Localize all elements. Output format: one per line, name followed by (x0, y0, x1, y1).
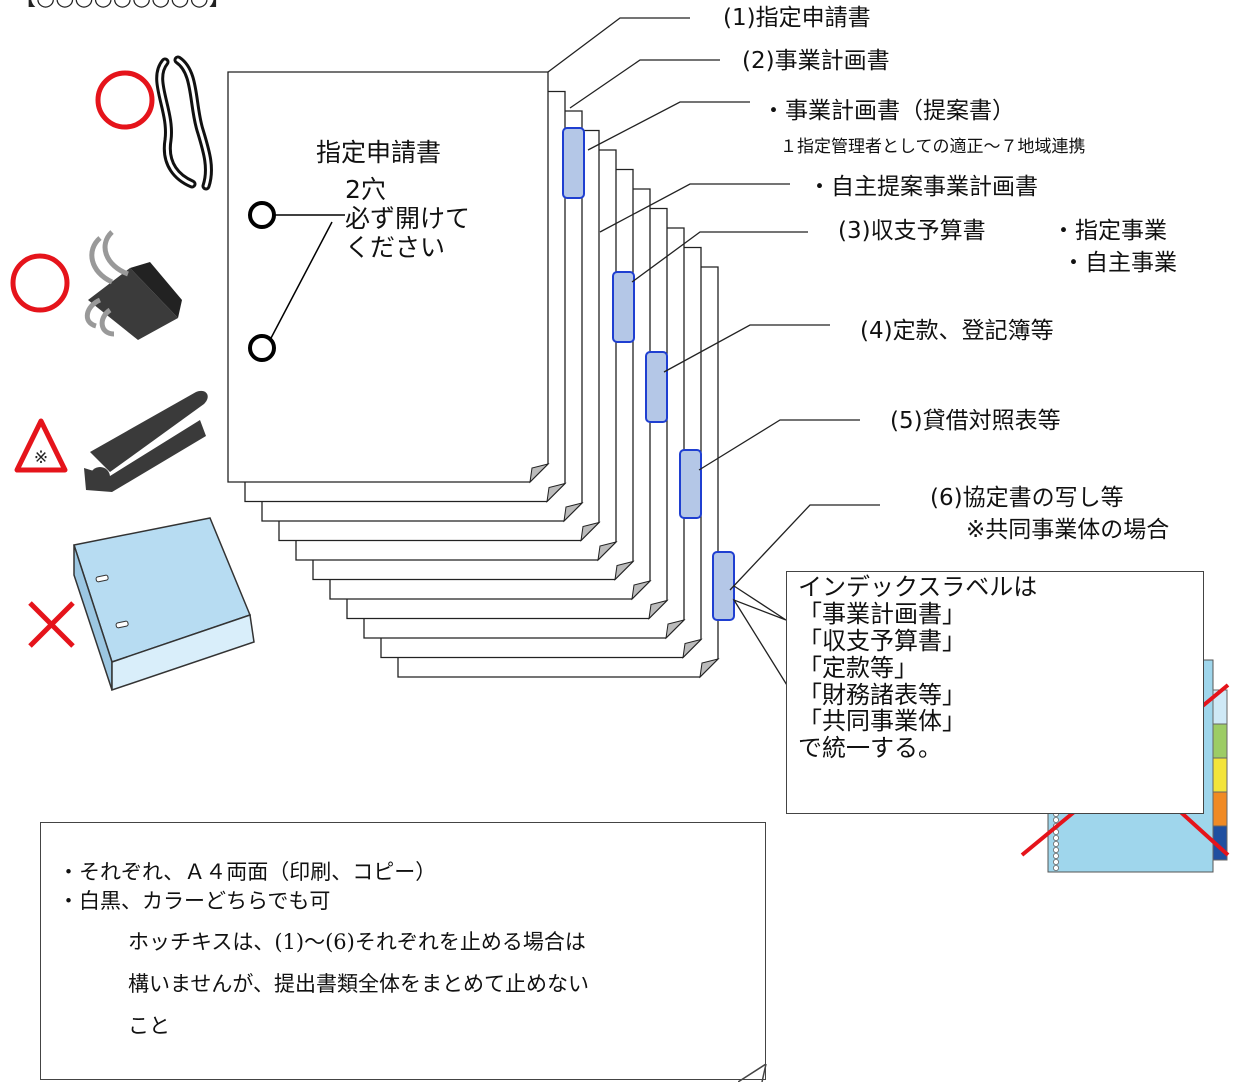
sheet-corner-fold (648, 599, 669, 620)
punch-hole-bottom (248, 334, 276, 362)
sheet-corner-fold (699, 658, 720, 679)
holes-note: 2穴 必ず開けて ください (345, 175, 471, 262)
callout-5: (5)貸借対照表等 (890, 408, 1061, 434)
sheet-corner-fold (665, 619, 686, 640)
warning-line: こと (128, 1014, 170, 1038)
string-tie-icon (155, 55, 213, 191)
callout-6: (6)協定書の写し等 (930, 485, 1124, 511)
sheet-corner-fold (631, 580, 652, 601)
divider-ring (1053, 817, 1060, 824)
cover-title: 指定申請書 (316, 138, 442, 167)
ng-mark-binder (28, 601, 75, 648)
index-tab (712, 551, 735, 621)
note-line: ・白黒、カラーどちらでも可 (58, 889, 331, 913)
index-note-line: で統一する。 (798, 734, 942, 763)
divider-ring (1053, 847, 1060, 854)
warning-line: 構いませんが、提出書類全体をまとめて止めない (128, 972, 589, 996)
document-stack (227, 71, 720, 679)
warning-mark-stapler: ※ (34, 448, 48, 468)
sheet-corner-fold (597, 541, 618, 562)
index-box-pointer (732, 585, 791, 691)
callout-leader (663, 324, 830, 373)
divider-ring (1053, 841, 1060, 848)
notes: ・それぞれ、Ａ４両面（印刷、コピー） ・白黒、カラーどちらでも可 ホッチキスは、… (58, 856, 589, 1052)
punch-hole-top (248, 201, 276, 229)
sheet-corner-fold (580, 521, 601, 542)
callout-leader (729, 504, 880, 591)
callout-6-note: ※共同事業体の場合 (966, 517, 1170, 543)
index-note-line: 「事業計画書」 (798, 599, 966, 628)
callout-2b: ・自主提案事業計画書 (808, 174, 1038, 200)
divider-ring (1053, 859, 1060, 866)
index-note-line: 「収支予算書」 (798, 626, 966, 655)
sheet-corner-fold (529, 463, 550, 484)
callout-leader (631, 231, 808, 283)
stapler-icon (84, 390, 208, 492)
divider-ring (1053, 853, 1060, 860)
warning-triangle-icon: ※ (14, 418, 68, 473)
ok-mark-string (95, 70, 155, 130)
callout-leader (599, 183, 790, 233)
note-line: ・それぞれ、Ａ４両面（印刷、コピー） (58, 860, 437, 884)
binder-clip-icon (84, 230, 182, 340)
divider-ring (1053, 865, 1060, 872)
callout-4: (4)定款、登記簿等 (860, 318, 1054, 344)
sheet-corner-fold (614, 560, 635, 581)
callout-2a: ・事業計画書（提案書） (762, 98, 1015, 124)
holes-note-line: ください (345, 232, 446, 262)
index-tab (562, 127, 585, 199)
callout-2a-sub: １指定管理者としての適正～７地域連携 (780, 137, 1086, 157)
index-tab (645, 351, 668, 423)
note-box-corner (738, 1063, 767, 1082)
warning-line: ホッチキスは、(1)～(6)それぞれを止める場合は (128, 930, 586, 954)
index-note-line: 「共同事業体」 (798, 707, 966, 736)
divider-ring (1053, 835, 1060, 842)
callout-leader (569, 59, 720, 109)
index-label-box (786, 571, 1204, 814)
notes-box (40, 822, 766, 1080)
index-tabs (562, 127, 735, 621)
ring-binder-icon (73, 517, 255, 692)
ok-mark-clip (10, 253, 70, 313)
index-label-note: インデックスラベルは 「事業計画書」 「収支予算書」 「定款等」 「財務諸表等」… (798, 574, 1037, 762)
callout-2: (2)事業計画書 (742, 48, 890, 74)
sheet-corner-fold (563, 502, 584, 523)
index-tab (679, 449, 702, 519)
section-header: 【○○○○○○○○○】 (14, 0, 231, 11)
callout-leader (547, 17, 690, 73)
sheet-corner-fold (682, 638, 703, 659)
callout-leader (698, 419, 860, 471)
callout-3: (3)収支予算書 (838, 218, 986, 244)
hole-leader-bottom (269, 221, 333, 341)
callout-3-item: ・指定事業 (1052, 218, 1167, 244)
index-note-line: インデックスラベルは (798, 573, 1038, 601)
index-tab (612, 271, 635, 343)
sheet-corner-fold (546, 482, 567, 503)
holes-note-line: 必ず開けて (345, 203, 471, 233)
callout-3-item: ・自主事業 (1062, 250, 1177, 276)
holes-note-line: 2穴 (345, 175, 386, 204)
callout-leaders (547, 17, 880, 691)
index-note-line: 「財務諸表等」 (798, 680, 966, 709)
index-note-line: 「定款等」 (798, 653, 918, 682)
callout-1: (1)指定申請書 (723, 5, 871, 31)
callout-leader (587, 101, 750, 151)
